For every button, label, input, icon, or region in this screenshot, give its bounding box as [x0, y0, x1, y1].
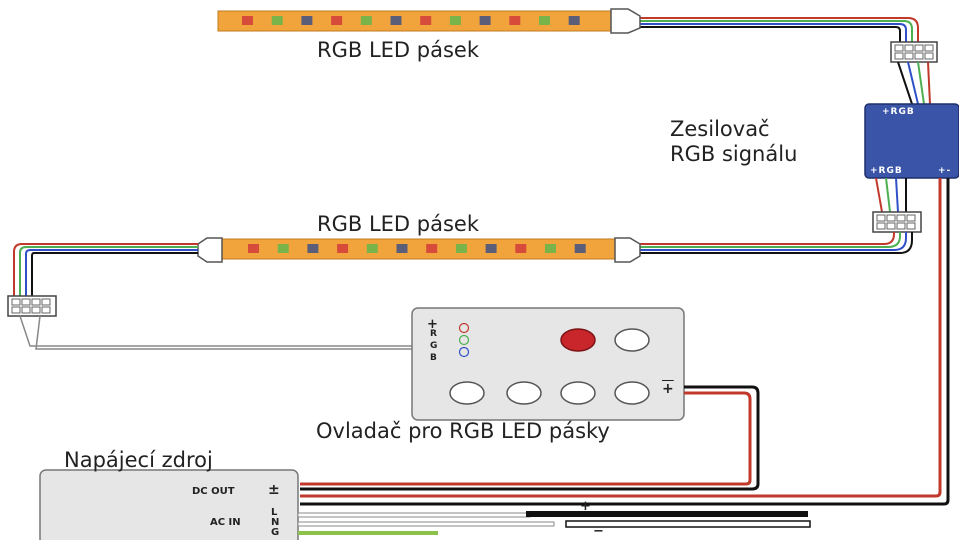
top-pin-connector	[890, 41, 938, 63]
led-chip	[420, 16, 432, 25]
led-chip	[331, 16, 343, 25]
led-chip	[242, 16, 253, 25]
controller-button-1[interactable]	[449, 381, 485, 405]
psu-label: Napájecí zdroj	[64, 448, 213, 472]
led-chip	[479, 16, 491, 25]
left-connector-to-controller-cable	[19, 315, 412, 350]
controller-red-button[interactable]	[560, 328, 596, 352]
led-chip	[574, 244, 586, 253]
left-pin-connector	[7, 295, 57, 317]
psu-l-pin: L	[271, 507, 278, 518]
controller-b-pin: B	[430, 353, 437, 363]
controller-button-3[interactable]	[560, 381, 596, 405]
led-chip	[426, 244, 438, 253]
controller-label: Ovladač pro RGB LED pásky	[316, 419, 610, 443]
top-strip-label: RGB LED pásek	[317, 38, 479, 62]
led-chip	[485, 244, 497, 253]
led-chip	[366, 244, 378, 253]
led-chip	[449, 16, 461, 25]
mains-minus: −	[593, 524, 604, 539]
led-chip	[390, 16, 402, 25]
middle-strip-left-cable	[13, 243, 198, 296]
led-chip	[360, 16, 372, 25]
amplifier-label-line1: Zesilovač	[670, 117, 770, 141]
led-chip	[248, 244, 259, 253]
top-strip-cable	[640, 17, 919, 42]
power-supply-box	[39, 469, 299, 540]
led-chip	[509, 16, 521, 25]
controller-box	[411, 307, 685, 421]
controller-button-4[interactable]	[614, 381, 650, 405]
top-led-strip	[217, 8, 641, 34]
mains-plug	[526, 511, 811, 528]
top-connector-to-amp-wires	[897, 61, 931, 105]
amp-to-middle-connector-wires	[875, 177, 907, 213]
led-chip	[539, 16, 550, 25]
led-chip	[307, 244, 319, 253]
controller-g-pin: G	[430, 341, 438, 351]
amplifier-label-line2: RGB signálu	[670, 142, 798, 166]
led-chip	[277, 244, 289, 253]
amp-input-pins: +RGB	[882, 107, 915, 117]
amp-power-wires	[300, 178, 950, 506]
amp-output-pins: +RGB	[870, 166, 903, 176]
middle-strip-label: RGB LED pásek	[317, 212, 479, 236]
amplifier-box	[864, 103, 959, 179]
led-chip	[455, 244, 467, 253]
controller-r-pin: R	[430, 329, 437, 339]
controller-power-pin: +	[662, 381, 674, 397]
psu-dc-out-label: DC OUT	[192, 486, 235, 497]
psu-n-pin: N	[271, 517, 280, 528]
controller-plus-pin: +	[427, 317, 438, 332]
mains-plus: +	[580, 499, 591, 514]
led-chip	[515, 244, 527, 253]
ac-input-wires	[297, 512, 555, 535]
led-chip	[301, 16, 313, 25]
middle-right-pin-connector	[872, 211, 922, 233]
middle-strip-right-cable	[640, 232, 913, 254]
led-chip	[545, 244, 556, 253]
led-chip	[568, 16, 580, 25]
led-chip	[337, 244, 349, 253]
psu-ac-in-label: AC IN	[210, 517, 241, 528]
psu-g-pin: G	[271, 527, 280, 538]
controller-power-wires	[300, 385, 760, 491]
led-chip	[271, 16, 283, 25]
controller-button-top-right[interactable]	[614, 328, 650, 352]
middle-led-strip	[197, 237, 641, 263]
led-chip	[396, 244, 408, 253]
controller-button-2[interactable]	[506, 381, 542, 405]
amp-power-pins: +-	[938, 166, 952, 176]
psu-dc-sign: ±	[268, 482, 280, 498]
